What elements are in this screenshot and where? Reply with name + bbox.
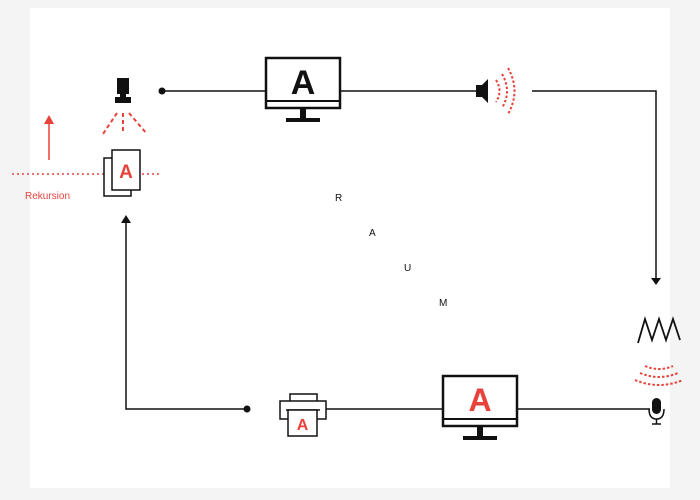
connections [125, 90, 657, 410]
monitor-icon: A [264, 56, 342, 122]
projector-icon [102, 78, 148, 135]
printer-glyph: A [297, 417, 309, 434]
raum-letter-u: U [404, 263, 412, 274]
raum-letter-r: R [335, 193, 343, 204]
diagram-panel [30, 8, 670, 488]
monitor-top-glyph: A [291, 64, 316, 102]
monitor-icon: A [441, 374, 519, 440]
arrowhead-down-icon [651, 278, 661, 285]
connector-dot [158, 87, 166, 95]
rekursion-marker [12, 115, 160, 175]
printer-icon: A [279, 393, 327, 437]
connector-printer-paper [125, 222, 247, 410]
speaker-icon [476, 67, 516, 115]
raum-letter-m: M [439, 298, 448, 309]
raum-letter-a: A [369, 228, 376, 239]
rekursion-label: Rekursion [25, 191, 71, 202]
arrow-up-icon [44, 115, 54, 124]
connector-dot [243, 405, 251, 413]
connector-speaker-waveform [532, 90, 657, 280]
paper-glyph: A [119, 162, 133, 183]
microphone-icon [648, 398, 665, 425]
waveform-icon [634, 315, 684, 386]
arrowhead-up-icon [121, 215, 131, 223]
monitor-bottom-glyph: A [468, 382, 491, 418]
paper-stack-icon: A [103, 149, 141, 197]
